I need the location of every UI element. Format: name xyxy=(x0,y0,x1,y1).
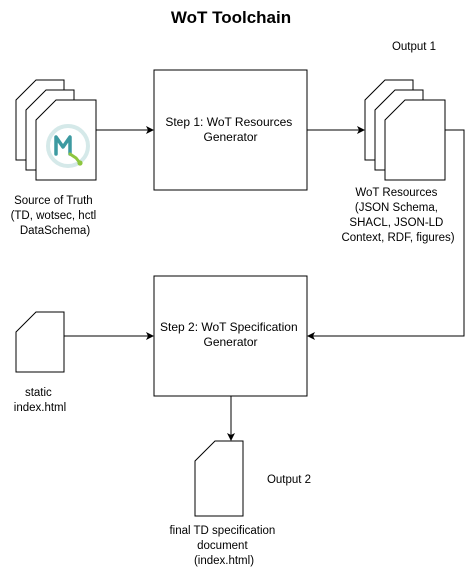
output1-description: WoT Resources (JSON Schema, SHACL, JSON-… xyxy=(341,187,454,244)
output2-document-icon xyxy=(194,440,244,517)
source-document-stack xyxy=(15,79,97,181)
output1-label: Output 1 xyxy=(392,41,436,53)
step2-label: Step 2: WoT Specification Generator xyxy=(160,320,301,349)
connectors xyxy=(64,126,465,441)
step1-label: Step 1: WoT Resources Generator xyxy=(165,115,295,144)
source-logo-icon xyxy=(46,124,90,168)
static-document-icon xyxy=(15,311,65,373)
output1-document-stack xyxy=(364,79,446,181)
output2-description: final TD specification document (index.h… xyxy=(169,525,278,567)
step1-box: Step 1: WoT Resources Generator xyxy=(153,69,308,191)
step2-box: Step 2: WoT Specification Generator xyxy=(153,275,308,397)
source-label: Source of Truth (TD, wotsec, hctl DataSc… xyxy=(11,195,100,237)
static-label: static index.html xyxy=(14,387,66,414)
diagram-title: WoT Toolchain xyxy=(171,8,291,27)
output2-label: Output 2 xyxy=(267,474,311,486)
arrow-output1-to-step2 xyxy=(307,129,465,340)
